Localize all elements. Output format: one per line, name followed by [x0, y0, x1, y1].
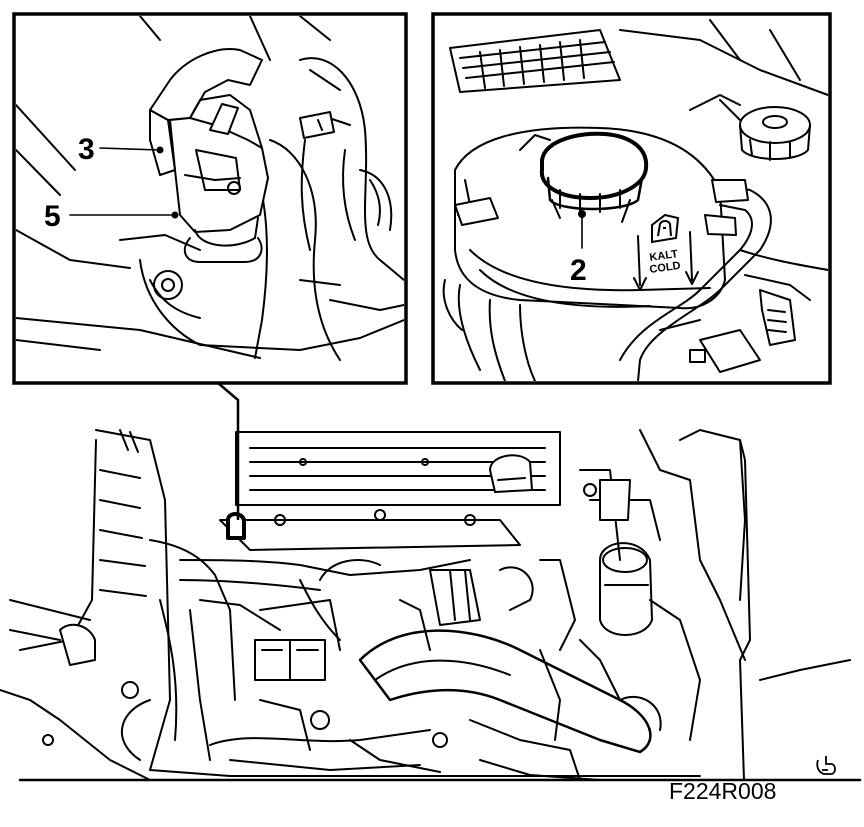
hand-pointer-icon	[816, 756, 836, 775]
coolant-warning-icon	[651, 213, 680, 244]
inset-leader-line	[210, 381, 240, 520]
inset-right-expansion-tank	[442, 19, 828, 381]
engine-bay-overview	[0, 429, 862, 782]
inset-right-frame	[431, 12, 832, 385]
callout-2: 2	[570, 254, 587, 287]
callout-5: 5	[44, 200, 61, 233]
tank-label-kalt: KALT	[649, 248, 679, 264]
inset-left-sensor-detail	[16, 16, 404, 361]
callout-3: 3	[78, 133, 95, 166]
tank-label-cold: COLD	[649, 260, 682, 276]
figure-id: F224R008	[669, 778, 776, 804]
